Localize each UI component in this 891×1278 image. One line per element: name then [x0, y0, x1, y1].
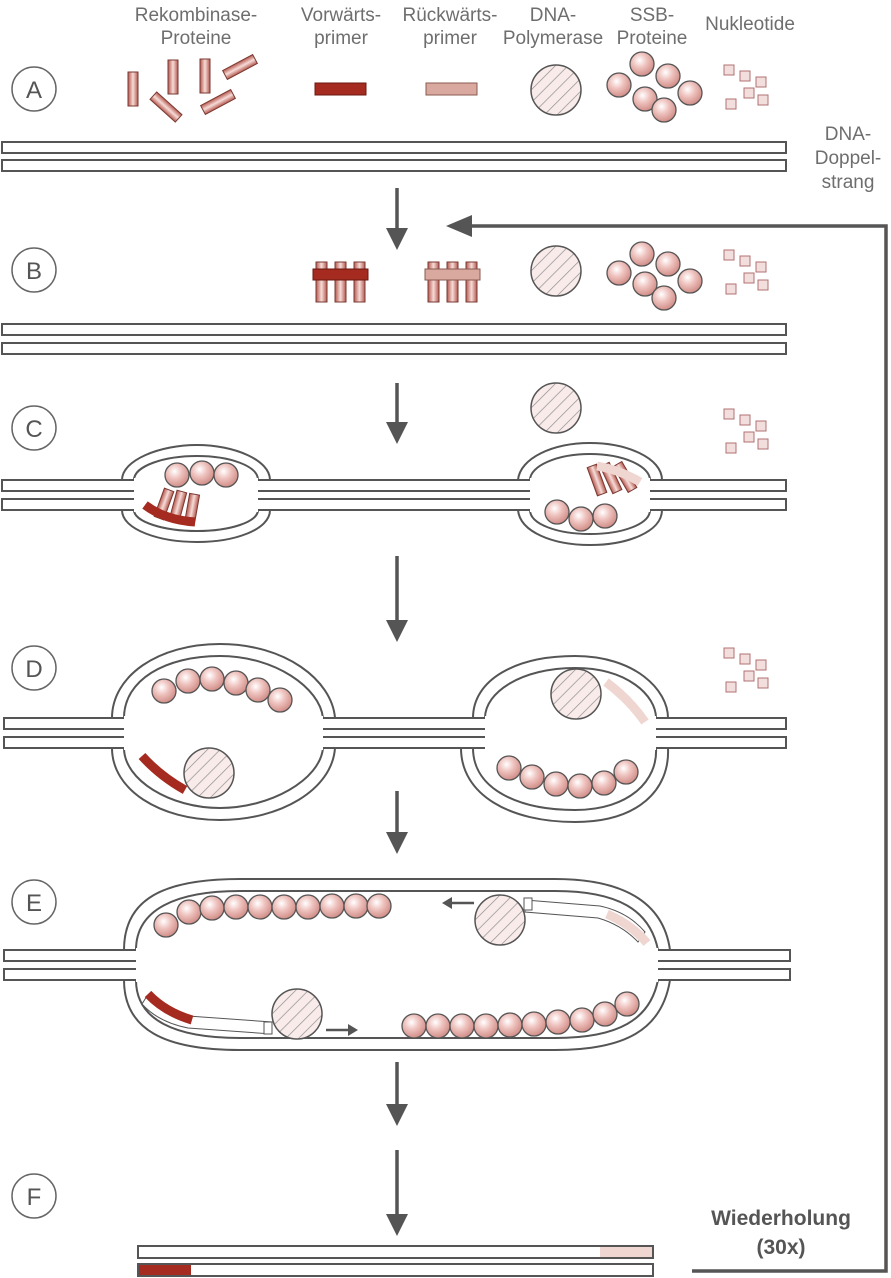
step-e-label: E — [26, 890, 42, 917]
arrow-e-to-f-2 — [386, 1150, 408, 1236]
step-c-label: C — [25, 416, 42, 443]
arrow-e-to-f-1 — [386, 1062, 408, 1126]
strand-bubble-c-right — [516, 441, 664, 547]
label-recombinase-1: Rekombinase- — [135, 5, 258, 26]
reverse-primer-complex-icon — [424, 261, 481, 303]
reverse-primer-icon — [425, 82, 478, 96]
step-d-marker: D — [11, 645, 57, 691]
label-forward-2: primer — [314, 28, 369, 49]
polymerase-icon — [530, 245, 582, 297]
step-f-marker: F — [11, 1173, 57, 1219]
dsdna-b — [1, 323, 787, 355]
ssb-proteins-icon — [606, 51, 703, 123]
dsdna-d — [3, 717, 787, 749]
label-forward-1: Vorwärts- — [301, 5, 381, 26]
step-a-label: A — [26, 77, 42, 104]
repeat-loop-arrow — [446, 215, 888, 1273]
nucleotides-icon — [723, 249, 769, 295]
dsdna-c — [1, 479, 787, 511]
arrow-d-to-e — [386, 791, 408, 854]
label-recombinase-2: Proteine — [161, 28, 232, 49]
arrow-b-to-c — [386, 383, 408, 444]
polymerase-icon — [530, 64, 582, 116]
repeat-label-2: (30x) — [756, 1236, 805, 1259]
forward-primer-icon — [314, 82, 367, 96]
label-ssb-2: Proteine — [617, 28, 688, 49]
nucleotides-icon — [723, 408, 769, 454]
label-polymerase-2: Polymerase — [503, 28, 603, 49]
label-ssb-1: SSB- — [630, 5, 674, 26]
dsdna-a — [1, 141, 787, 172]
strand-bubble-d-right — [459, 654, 670, 824]
label-dsdna-2: Doppel- — [815, 148, 882, 169]
label-nucleotides: Nukleotide — [705, 14, 795, 35]
step-b-label: B — [26, 258, 42, 285]
arrow-c-to-d — [386, 556, 408, 642]
label-polymerase-1: DNA- — [530, 5, 576, 26]
nucleotides-icon — [723, 64, 769, 110]
amplified-dsdna-f — [137, 1245, 654, 1277]
strand-bubble-c-left — [120, 443, 272, 544]
nucleotides-icon — [723, 647, 769, 693]
step-e-marker: E — [11, 879, 57, 925]
step-f-label: F — [27, 1184, 42, 1211]
strand-bubble-d-left — [110, 642, 337, 822]
step-a-marker: A — [11, 66, 57, 112]
recombinase-proteins-icon — [127, 54, 258, 123]
forward-primer-complex-icon — [312, 261, 369, 303]
arrow-a-to-b — [386, 188, 408, 250]
step-d-label: D — [25, 656, 42, 683]
label-reverse-1: Rückwärts- — [402, 5, 497, 26]
polymerase-icon — [530, 382, 582, 434]
step-b-marker: B — [11, 247, 57, 293]
label-dsdna-1: DNA- — [825, 124, 871, 145]
ssb-proteins-icon — [606, 241, 703, 311]
label-dsdna-3: strang — [822, 172, 875, 193]
strand-bubble-e — [122, 878, 672, 1051]
label-reverse-2: primer — [423, 28, 478, 49]
repeat-label-1: Wiederholung — [711, 1207, 851, 1230]
step-c-marker: C — [11, 405, 57, 451]
